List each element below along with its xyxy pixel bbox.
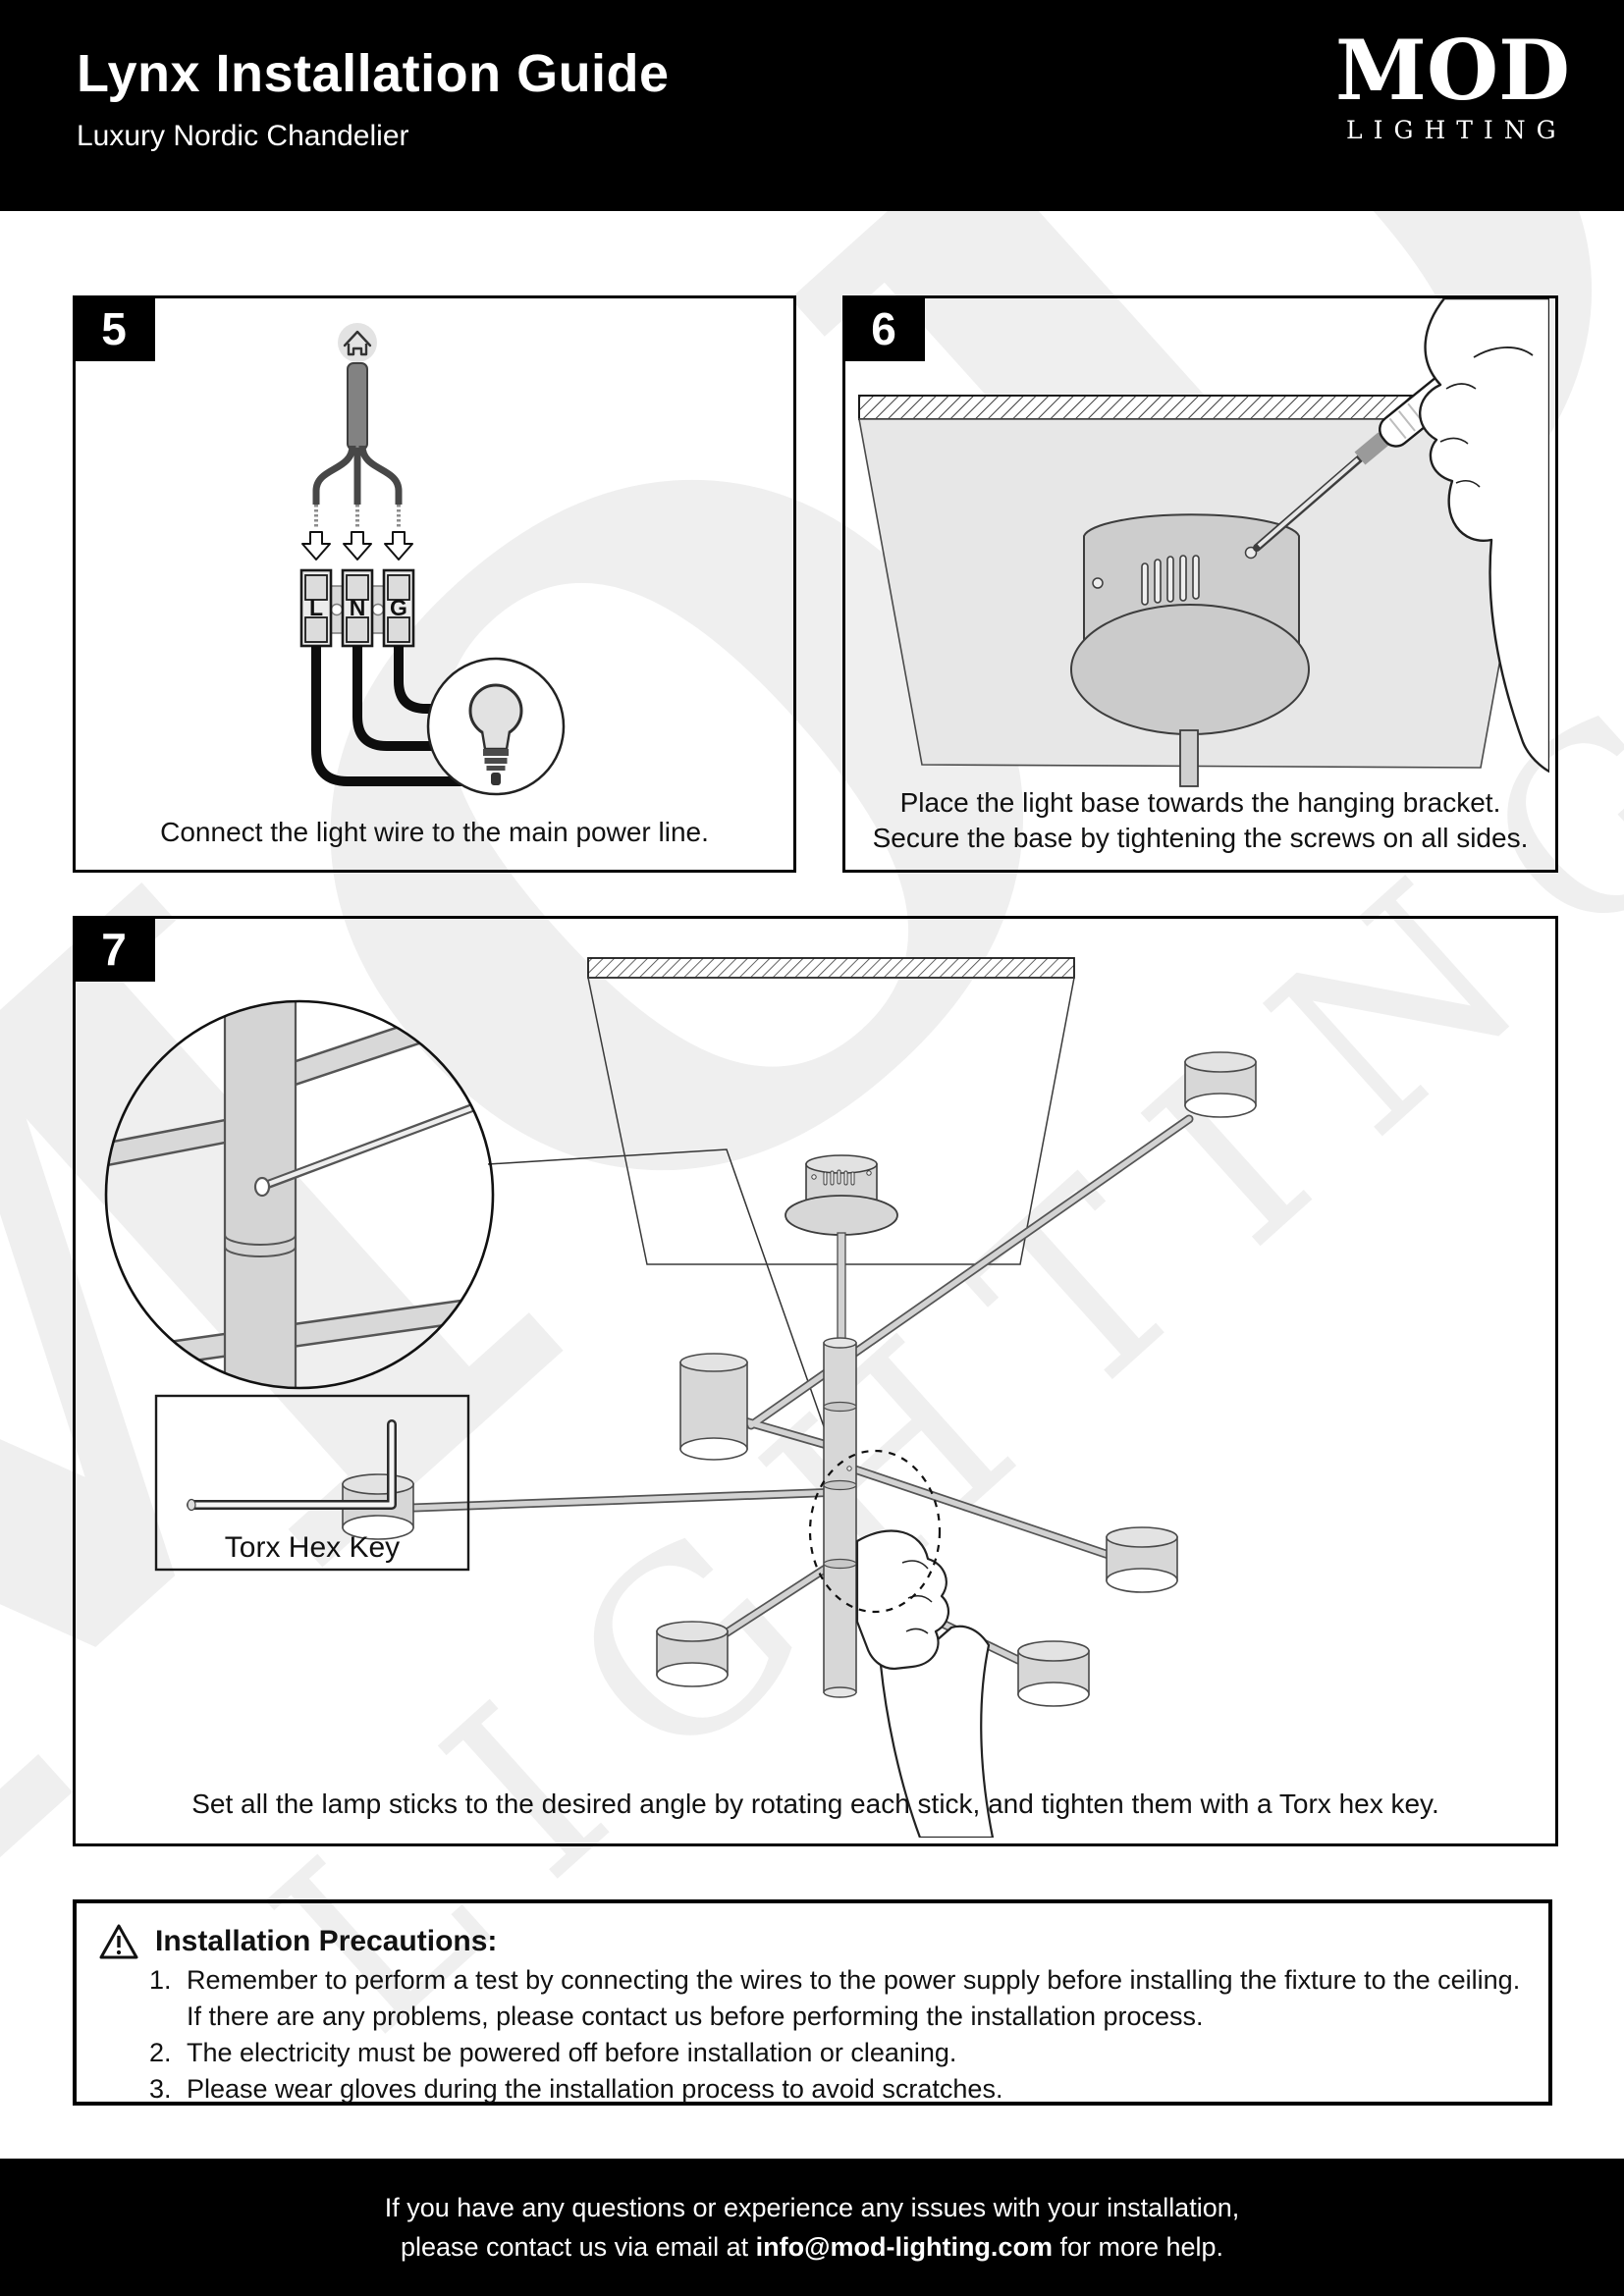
step-7-caption: Set all the lamp sticks to the desired a… xyxy=(191,1789,1439,1819)
central-pole xyxy=(823,1337,857,1698)
lamp-head xyxy=(1184,1051,1257,1118)
lamp-head xyxy=(656,1621,729,1687)
ceiling-panel xyxy=(587,977,1075,1265)
step-7-number-badge: 7 xyxy=(73,916,155,982)
wiring-diagram: L N G xyxy=(299,323,566,796)
footer: If you have any questions or experience … xyxy=(0,2159,1624,2296)
step-5-caption: Connect the light wire to the main power… xyxy=(160,817,709,847)
precaution-text: Please wear gloves during the installati… xyxy=(187,2074,1003,2104)
canopy-base xyxy=(785,1154,898,1236)
ceiling-hatch xyxy=(587,957,1075,979)
wires xyxy=(312,445,403,505)
base-screw-left xyxy=(1092,577,1104,589)
chandelier-adjustment-diagram: Torx Hex Key xyxy=(104,957,1257,1838)
hand-illustration xyxy=(1419,298,1549,774)
header: Lynx Installation Guide Luxury Nordic Ch… xyxy=(0,0,1624,211)
step-6-caption-line2: Secure the base by tightening the screws… xyxy=(872,823,1529,853)
lamp-wires xyxy=(311,646,537,786)
step-6-caption: Place the light base towards the hanging… xyxy=(845,785,1555,856)
lamp-head xyxy=(1017,1640,1090,1707)
footer-line1: If you have any questions or experience … xyxy=(384,2193,1240,2222)
terminal-label-l: L xyxy=(309,595,323,620)
step-7-panel: 7 xyxy=(73,916,1558,1846)
precautions-title: Installation Precautions: xyxy=(155,1925,498,1957)
insert-arrow-icons xyxy=(301,531,413,561)
lamp-heads xyxy=(342,1051,1257,1707)
brand-logo-name: MOD xyxy=(1335,22,1570,119)
house-icon xyxy=(338,323,377,362)
precaution-item: 1. Remember to perform a test by connect… xyxy=(149,1962,1548,2035)
precaution-number: 2. xyxy=(149,2038,172,2067)
brand-logo: MOD LIGHTING xyxy=(1335,22,1570,145)
torx-key-label: Torx Hex Key xyxy=(225,1531,400,1564)
torx-hex-key-icon xyxy=(187,1419,397,1512)
brand-logo-tagline: LIGHTING xyxy=(1346,116,1567,144)
terminal-label-g: G xyxy=(390,595,407,620)
terminal-label-n: N xyxy=(350,595,366,620)
page-subtitle: Luxury Nordic Chandelier xyxy=(77,120,409,152)
drop-rod xyxy=(837,1232,846,1344)
adjustment-focus-ellipse xyxy=(808,1449,942,1614)
footer-line2-after: for more help. xyxy=(1052,2232,1224,2262)
footer-line2: please contact us via email at info@mod-… xyxy=(0,2227,1624,2267)
lamp-head xyxy=(1106,1526,1178,1593)
base-mounting-diagram xyxy=(858,298,1549,787)
lamp-arms xyxy=(408,1114,1194,1666)
footer-line2-before: please contact us via email at xyxy=(400,2232,756,2262)
torx-key-inset: Torx Hex Key xyxy=(154,1394,470,1572)
step-6-number-badge: 6 xyxy=(842,295,925,361)
precaution-item: 2. The electricity must be powered off b… xyxy=(149,2035,1548,2071)
leader-line xyxy=(487,1148,833,1450)
step-5-number-badge: 5 xyxy=(73,295,155,361)
terminal-block: L N G xyxy=(299,568,415,648)
hanging-rod xyxy=(1179,729,1199,787)
step-6-panel: 6 xyxy=(842,295,1558,873)
precaution-item: 3. Please wear gloves during the install… xyxy=(149,2071,1548,2108)
hand-illustration xyxy=(855,1529,995,1838)
main-cable xyxy=(347,362,368,451)
zoom-detail-circle xyxy=(104,999,495,1390)
precaution-number: 1. xyxy=(149,1965,172,1995)
base-flange xyxy=(1070,604,1310,735)
precaution-text: Remember to perform a test by connecting… xyxy=(187,1965,1521,1995)
precaution-number: 3. xyxy=(149,2074,172,2104)
precautions-panel: Installation Precautions: 1. Remember to… xyxy=(73,1899,1552,2106)
precaution-text: The electricity must be powered off befo… xyxy=(187,2038,957,2067)
step-5-panel: 5 xyxy=(73,295,796,873)
light-bulb-icon xyxy=(426,657,566,796)
pinching-hand xyxy=(491,1001,493,1262)
light-base xyxy=(1070,513,1310,787)
hex-key-in-hole xyxy=(253,1093,493,1198)
step-6-caption-line1: Place the light base towards the hanging… xyxy=(899,787,1501,818)
lamp-head xyxy=(679,1353,748,1461)
stripped-wire-tips xyxy=(314,505,401,527)
page-title: Lynx Installation Guide xyxy=(77,44,670,103)
support-email: info@mod-lighting.com xyxy=(755,2232,1053,2262)
warning-icon xyxy=(99,1924,138,1959)
precaution-text: If there are any problems, please contac… xyxy=(187,2002,1204,2031)
